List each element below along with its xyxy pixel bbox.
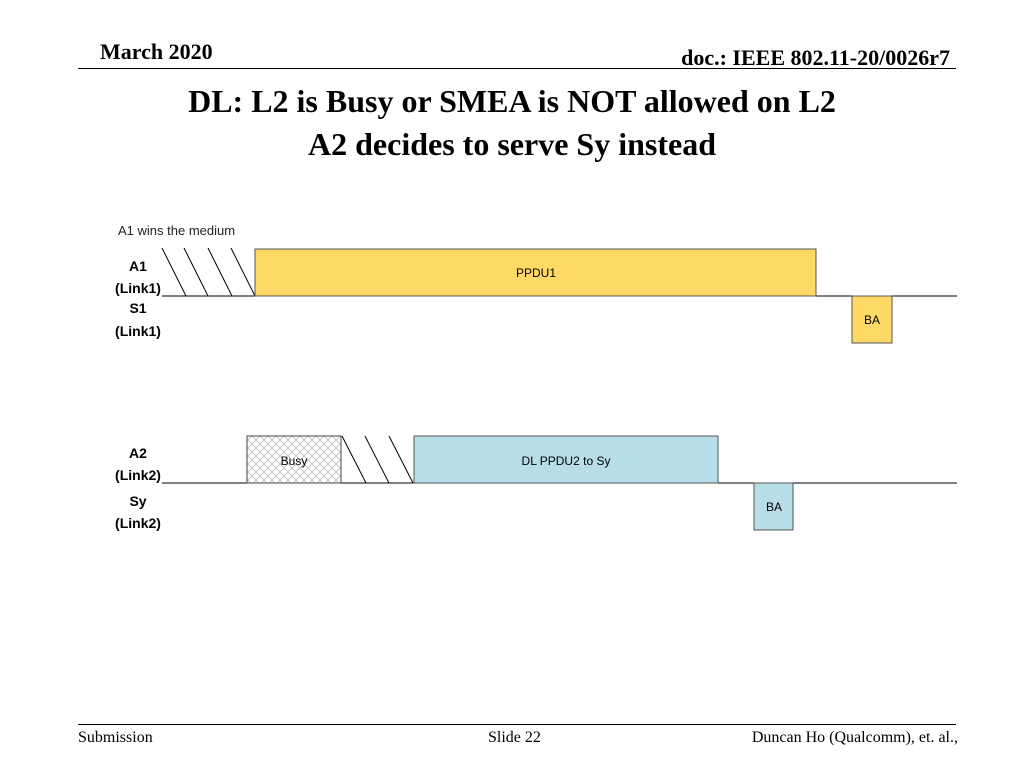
slide-title-line-1: DL: L2 is Busy or SMEA is NOT allowed on…: [188, 83, 836, 119]
medium-annotation: A1 wins the medium: [118, 223, 235, 238]
ppdu2-block: [413, 435, 719, 484]
slide-title: DL: L2 is Busy or SMEA is NOT allowed on…: [0, 80, 1024, 166]
link1-rx-label-name: S1: [129, 300, 146, 316]
ppdu1-block: [254, 248, 817, 297]
link2-tx-label-link: (Link2): [115, 467, 161, 483]
link1-tx-label-link: (Link1): [115, 280, 161, 296]
link2-backoff-slashes: [341, 435, 414, 484]
ba2-block: [753, 482, 794, 531]
link2-rx-label-name: Sy: [129, 493, 146, 509]
footer-slide-number: Slide 22: [488, 729, 541, 746]
slide-title-line-2: A2 decides to serve Sy instead: [308, 126, 716, 162]
link1-tx-label-name: A1: [129, 258, 147, 274]
ba2-label: BA: [766, 500, 782, 514]
ppdu1-label: PPDU1: [516, 266, 556, 280]
busy-label: Busy: [281, 454, 308, 468]
link1-backoff-slashes: [161, 247, 256, 297]
footer-author: Duncan Ho (Qualcomm), et. al.,: [751, 729, 958, 746]
busy-block: [246, 435, 342, 484]
header-date: March 2020: [100, 39, 213, 64]
link2-tx-label-name: A2: [129, 445, 147, 461]
link1-rx-label-link: (Link1): [115, 323, 161, 339]
header-divider: [78, 68, 956, 69]
ba1-label: BA: [864, 313, 880, 327]
ba1-block: [851, 295, 893, 344]
header-doc-id: doc.: IEEE 802.11-20/0026r7: [681, 45, 950, 70]
link2-rx-label-link: (Link2): [115, 515, 161, 531]
footer-divider: [78, 724, 956, 725]
link1-group: A1 (Link1) S1 (Link1) PPDU1 BA: [115, 247, 957, 344]
link2-group: A2 (Link2) Sy (Link2) Busy DL PPDU2 to S…: [115, 435, 957, 531]
ppdu2-label: DL PPDU2 to Sy: [522, 454, 611, 468]
footer-submission: Submission: [78, 729, 153, 746]
